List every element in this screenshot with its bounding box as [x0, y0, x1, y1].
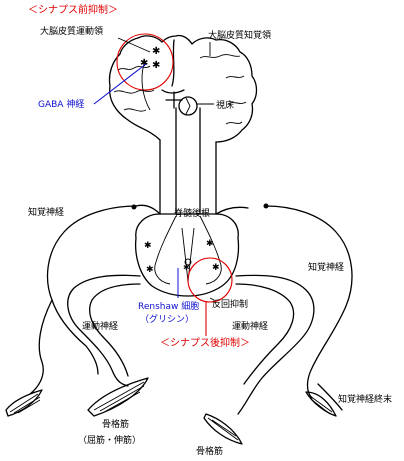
svg-text:✱: ✱	[212, 263, 220, 273]
dorsal-root-label: 脊髄後根	[174, 207, 210, 219]
svg-text:✱: ✱	[152, 60, 160, 71]
postsynaptic-inhibition-label: ＜シナプス後抑制＞	[160, 336, 250, 349]
spinal-cord-outline	[134, 213, 240, 297]
skeletal-muscle-right-label: 骨格筋	[196, 445, 223, 457]
sensory-ending	[317, 383, 343, 411]
svg-text:✱: ✱	[144, 241, 152, 251]
motor-nerve-right-label: 運動神経	[232, 320, 268, 332]
sensory-nerve-left-label: 知覚神経	[28, 206, 64, 218]
sensory-nerve-ending-label: 知覚神経終末	[338, 393, 392, 405]
sensory-nerve-right-label: 知覚神経	[308, 261, 344, 273]
renshaw-cell-label: Renshaw 細胞	[138, 300, 199, 312]
postsynaptic-inhibition-circle	[187, 257, 233, 303]
cortex-neurons: ✱ ✱ ✱	[140, 46, 160, 111]
thalamus-label: 視床	[216, 99, 234, 111]
motor-cortex-label: 大脳皮質運動領	[40, 25, 103, 37]
presynaptic-inhibition-circle	[116, 33, 174, 91]
gaba-arrow	[93, 63, 147, 105]
spinal-cord: ✱ ✱ ✱ ✱ ✱	[134, 213, 240, 297]
right-muscle	[203, 413, 243, 445]
gaba-neuron-label: GABA 神経	[38, 98, 84, 110]
svg-text:✱: ✱	[140, 58, 148, 69]
sensory-cortex-label: 大脳皮質知覚領	[208, 29, 271, 41]
skeletal-muscle-left-label: 骨格筋	[102, 418, 129, 430]
right-limb	[203, 205, 353, 445]
glycine-label: （グリシン）	[140, 313, 194, 325]
presynaptic-inhibition-label: ＜シナプス前抑制＞	[28, 3, 118, 16]
left-limb	[5, 205, 149, 417]
motor-nerve-left-label: 運動神経	[82, 320, 118, 332]
mid-muscle	[87, 377, 149, 417]
brain	[108, 34, 258, 215]
left-muscle	[5, 389, 43, 417]
recurrent-inhibition-label: 反回抑制	[212, 298, 248, 310]
svg-text:✱: ✱	[146, 265, 154, 275]
svg-text:✱: ✱	[183, 263, 190, 272]
flexor-extensor-label: （屈筋・伸筋）	[78, 434, 141, 446]
brain-outline	[108, 34, 258, 143]
svg-text:✱: ✱	[206, 239, 214, 249]
svg-text:✱: ✱	[152, 46, 160, 57]
